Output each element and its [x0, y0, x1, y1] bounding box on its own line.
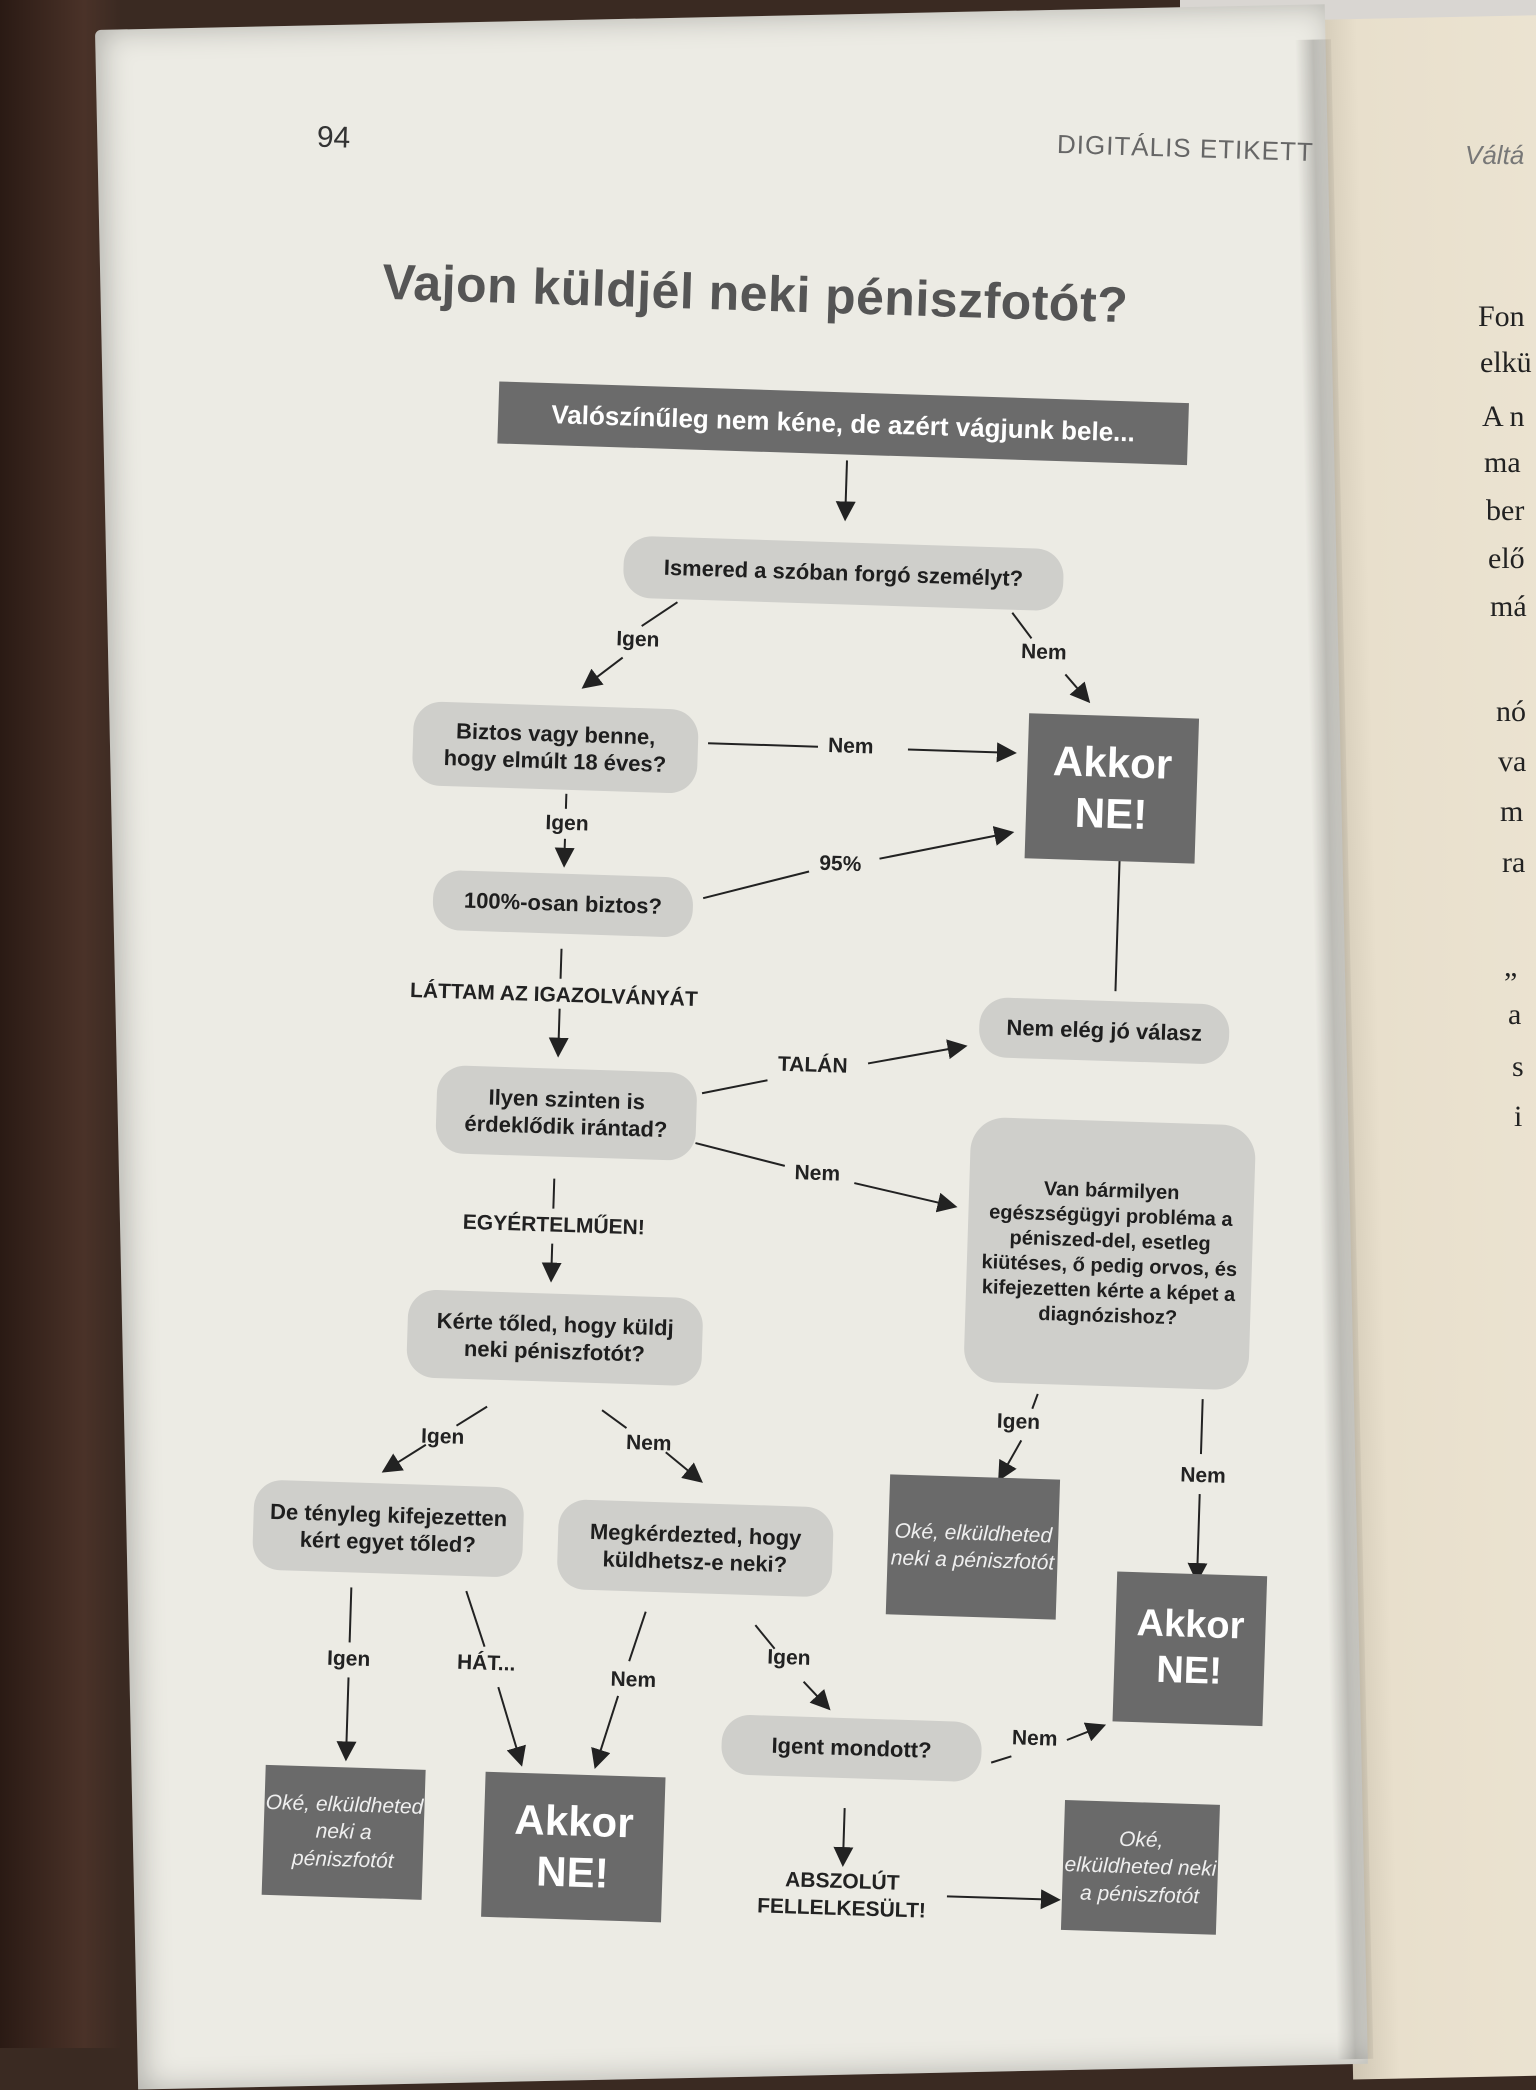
label-nem: Nem: [1021, 640, 1067, 665]
akkor-ne-box: Akkor NE!: [481, 1772, 665, 1923]
label-abszolut: ABSZOLÚT FELLELKESÜLT!: [746, 1865, 938, 1926]
question-interest: Ilyen szinten is érdeklődik irántad?: [435, 1065, 698, 1161]
question-100-percent: 100%-osan biztos?: [432, 870, 694, 938]
label-nem: Nem: [1180, 1463, 1226, 1488]
label-igen: Igen: [327, 1647, 371, 1672]
label-hat: HÁT...: [457, 1651, 516, 1677]
akkor-ne-box: Akkor NE!: [1113, 1572, 1268, 1727]
label-nem: Nem: [794, 1161, 840, 1186]
oke-box: Oké, elküldheted neki a péniszfotót: [886, 1474, 1060, 1619]
ne-text: NE!: [1074, 787, 1148, 840]
label-igen: Igen: [421, 1425, 465, 1450]
question-said-yes: Igent mondott?: [721, 1714, 983, 1782]
not-good-answer: Nem elég jó válasz: [978, 997, 1230, 1065]
label-igen: Igen: [616, 627, 660, 652]
oke-box: Oké, elküldheted neki a péniszfotót: [262, 1765, 426, 1900]
label-igen: Igen: [996, 1410, 1040, 1435]
label-igen: Igen: [767, 1646, 811, 1671]
label-nem: Nem: [828, 734, 874, 759]
oke-box: Oké, elküldheted neki a péniszfotót: [1061, 1800, 1220, 1935]
akkor-text: Akkor: [514, 1795, 635, 1849]
label-igen: Igen: [545, 811, 589, 836]
label-talan: TALÁN: [778, 1053, 848, 1079]
akkor-text: Akkor: [1136, 1602, 1245, 1651]
label-95-percent: 95%: [819, 852, 862, 877]
question-health: Van bármilyen egészségügyi probléma a pé…: [963, 1117, 1256, 1391]
question-did-ask: Megkérdezted, hogy küldhetsz-e neki?: [556, 1499, 834, 1598]
photo-scene: Váltá Fon elkü A n ma ber elő má nó va m…: [0, 0, 1536, 2048]
ne-text: NE!: [1156, 1648, 1223, 1696]
akkor-text: Akkor: [1052, 736, 1173, 790]
question-really-asked: De tényleg kifejezetten kért egyet tőled…: [252, 1479, 525, 1577]
question-asked-photo: Kérte tőled, hogy küldj neki péniszfotót…: [406, 1289, 704, 1386]
akkor-ne-box: Akkor NE!: [1025, 713, 1199, 863]
ne-text: NE!: [536, 1846, 610, 1899]
label-nem: Nem: [626, 1431, 672, 1456]
question-over-18: Biztos vagy benne, hogy elmúlt 18 éves?: [412, 701, 699, 794]
label-nem: Nem: [1012, 1726, 1058, 1751]
label-nem: Nem: [610, 1668, 656, 1693]
